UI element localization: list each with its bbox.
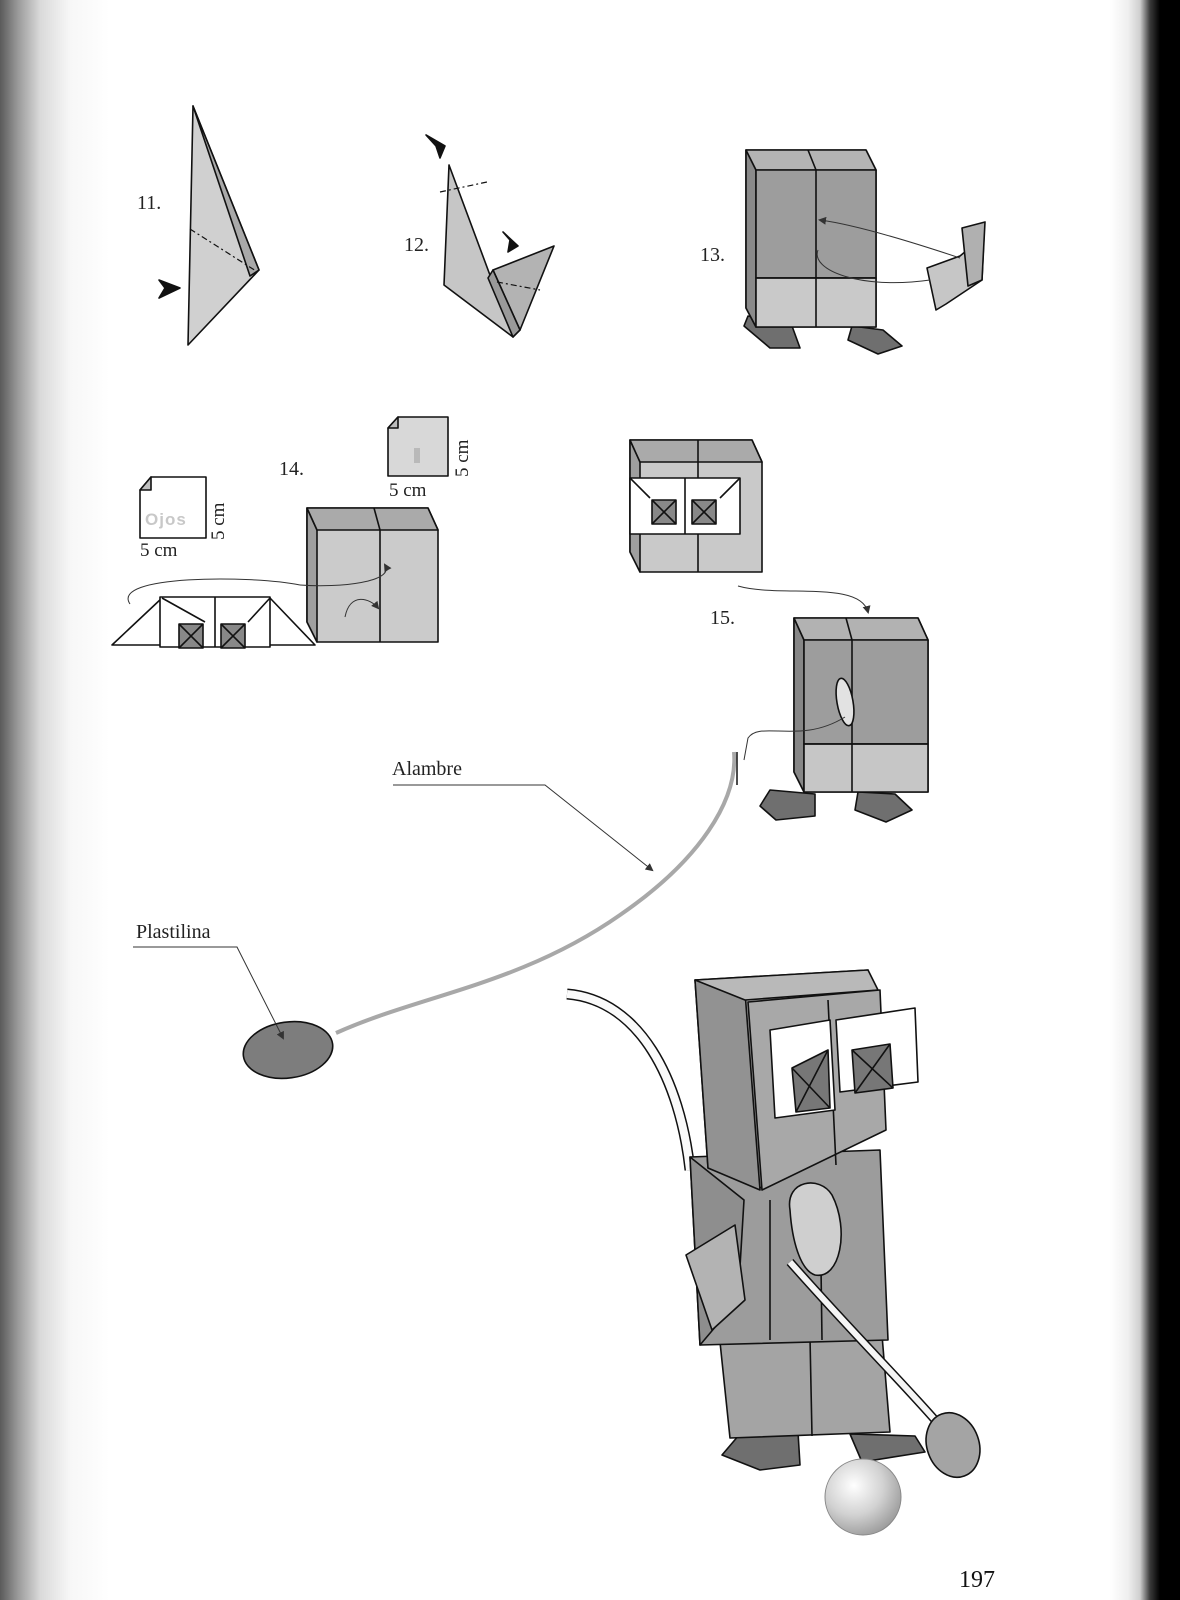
paper-label-ojos: Ojos — [145, 510, 187, 529]
step-label-12: 12. — [404, 234, 429, 256]
step-13-diagram — [743, 149, 986, 355]
dimension-width-square: 5 cm — [389, 480, 427, 501]
label-clay: Plastilina — [136, 921, 211, 943]
dimension-height-ojos: 5 cm — [208, 502, 229, 540]
label-wire: Alambre — [392, 758, 462, 780]
ball — [824, 1458, 902, 1536]
clay-blob — [242, 1020, 334, 1080]
dimension-width-ojos: 5 cm — [140, 540, 178, 561]
step-label-14: 14. — [279, 458, 304, 480]
step-15-diagram — [629, 439, 929, 823]
step-label-11: 11. — [137, 192, 162, 214]
wire-line — [335, 751, 737, 1035]
step-11-diagram — [158, 105, 260, 346]
page-number: 197 — [959, 1567, 995, 1593]
push-arrow-icon — [158, 279, 181, 299]
step-12-diagram — [425, 134, 555, 338]
final-figure — [566, 969, 981, 1536]
push-arrow-icon — [425, 134, 446, 159]
step-label-15: 15. — [710, 607, 735, 629]
step-label-13: 13. — [700, 244, 725, 266]
wire-and-clay — [133, 751, 738, 1080]
push-arrow-icon — [502, 231, 519, 253]
dimension-height-square: 5 cm — [452, 439, 473, 477]
step-14-diagram — [111, 416, 449, 649]
